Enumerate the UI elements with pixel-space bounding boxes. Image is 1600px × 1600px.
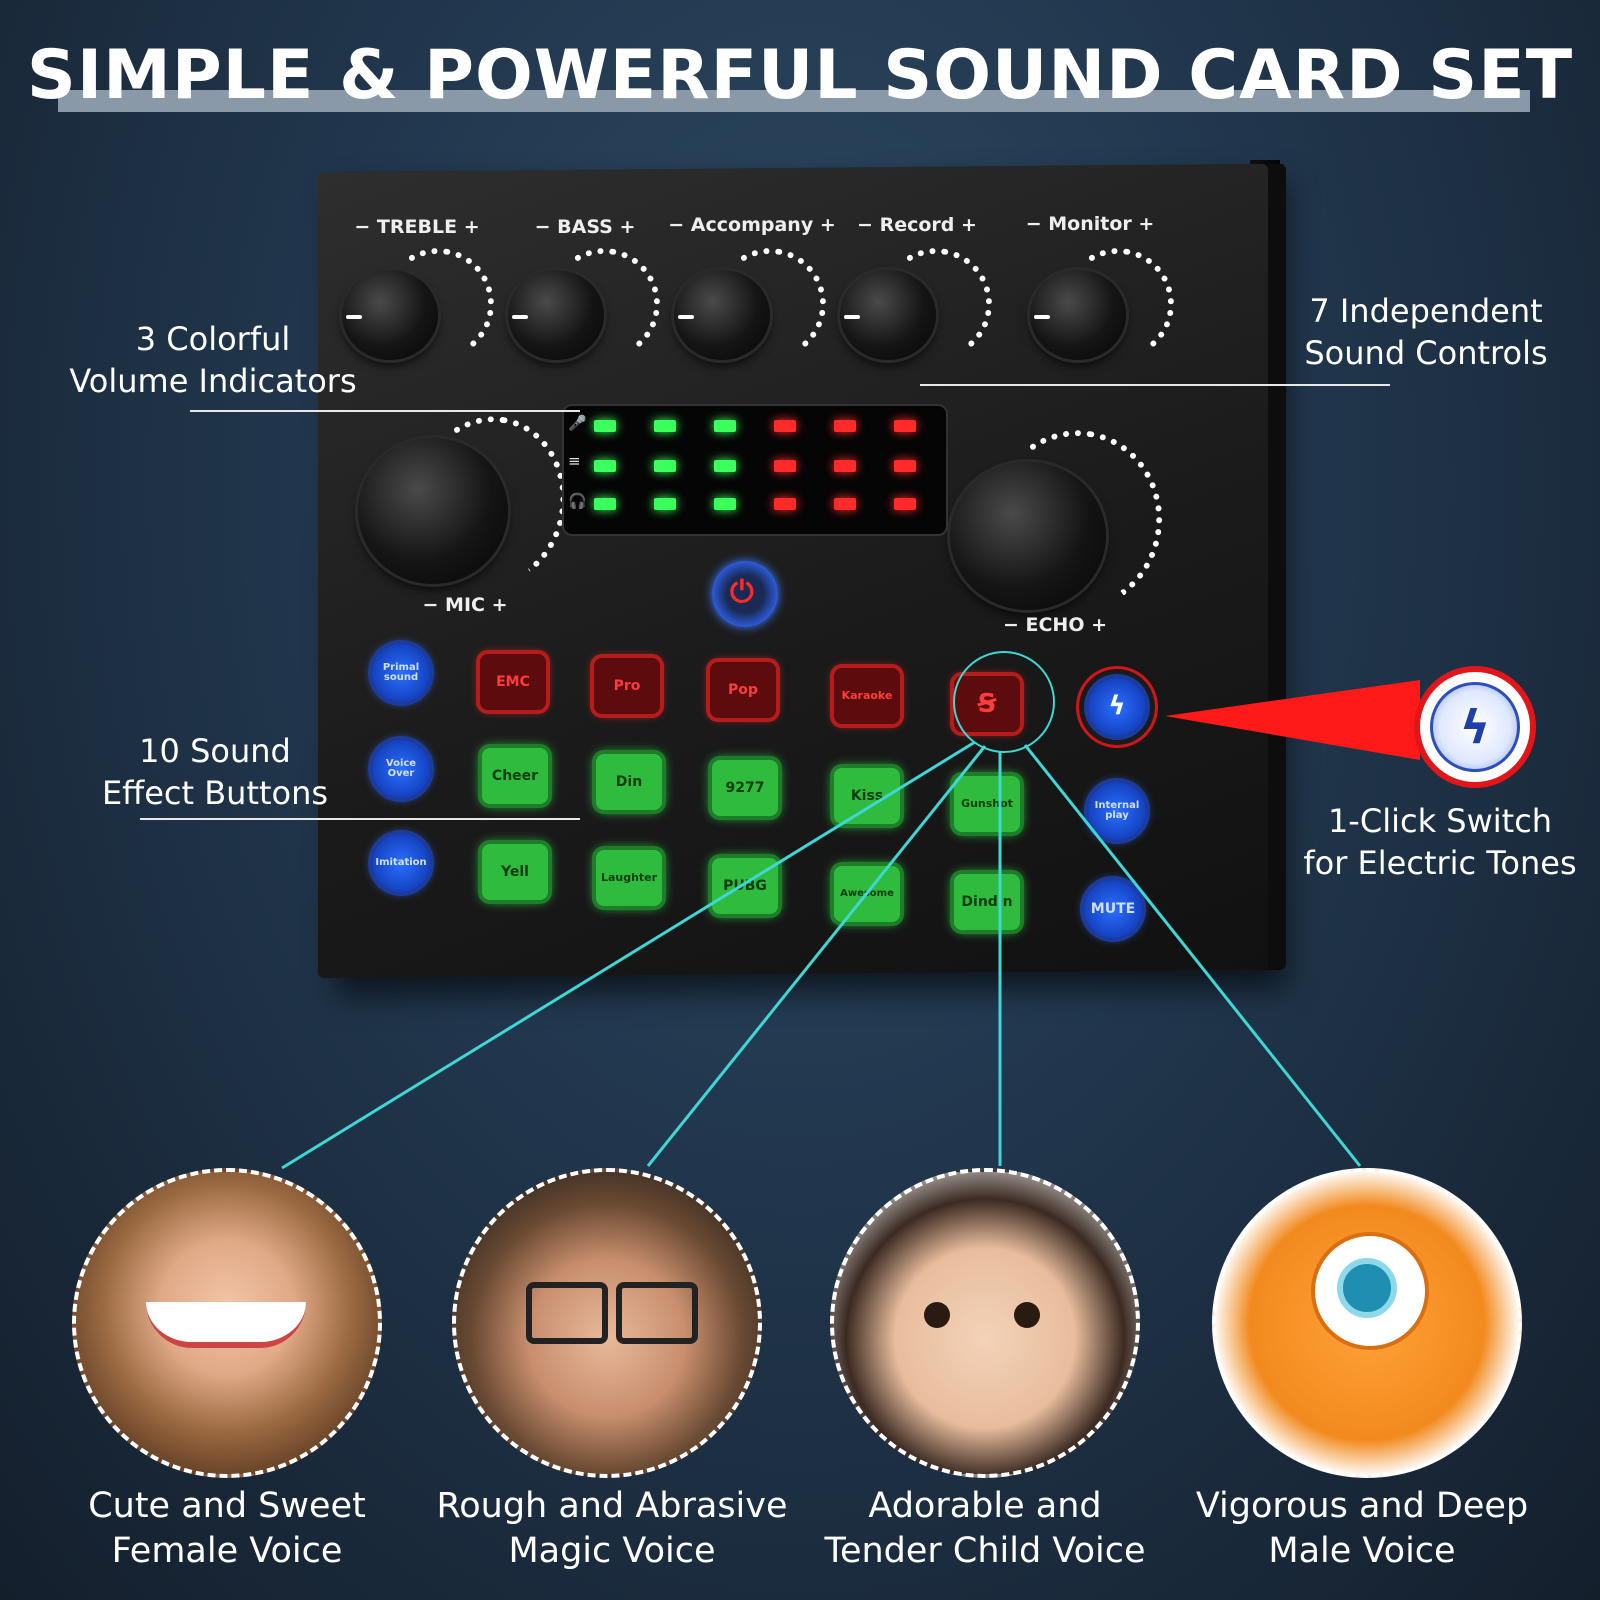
cheer-button[interactable]: Cheer xyxy=(482,748,548,804)
power-button[interactable]: ⏻ xyxy=(712,561,778,627)
lightning-icon: ϟ xyxy=(1430,682,1520,772)
led xyxy=(834,420,856,432)
indicators-annotation: 3 Colorful Volume Indicators xyxy=(69,320,357,400)
connector-magic xyxy=(646,745,987,1167)
led xyxy=(834,498,856,510)
record-knob[interactable] xyxy=(840,270,936,360)
led xyxy=(654,460,676,472)
effects-annotation: 10 Sound Effect Buttons xyxy=(101,732,329,812)
electric-tone-button[interactable]: ϟ xyxy=(1088,678,1146,736)
pop-button[interactable]: Pop xyxy=(710,662,776,718)
mic-indicator-icon: 🎤 xyxy=(568,414,587,432)
smile xyxy=(146,1302,306,1348)
led xyxy=(894,460,916,472)
led-display: 🎤 ≡ 🎧 xyxy=(562,404,948,536)
led xyxy=(774,498,796,510)
led xyxy=(834,460,856,472)
connector-female xyxy=(281,740,976,1170)
led xyxy=(654,420,676,432)
9277-button[interactable]: 9277 xyxy=(712,760,778,816)
female-voice-portrait xyxy=(72,1168,382,1478)
led xyxy=(714,498,736,510)
mic-label: − MIC + xyxy=(422,594,508,616)
bass-knob[interactable] xyxy=(508,270,604,360)
voice-change-button[interactable]: Ꞩ xyxy=(954,676,1020,732)
monitor-label: − Monitor + xyxy=(1025,213,1155,235)
accompany-indicator-icon: ≡ xyxy=(568,452,581,470)
led xyxy=(654,498,676,510)
record-label: − Record + xyxy=(857,214,977,236)
led xyxy=(894,498,916,510)
voice-over-button[interactable]: Voice Over xyxy=(372,740,430,798)
led xyxy=(714,460,736,472)
electric-annotation: 1-Click Switch for Electric Tones xyxy=(1303,802,1577,882)
effects-leader xyxy=(140,818,580,820)
pro-button[interactable]: Pro xyxy=(594,658,660,714)
imitation-button[interactable]: Imitation xyxy=(372,834,430,892)
indicators-leader xyxy=(190,410,580,412)
yell-button[interactable]: Yell xyxy=(482,844,548,900)
voice-change-highlight xyxy=(953,651,1055,753)
karaoke-button[interactable]: Karaoke xyxy=(834,668,900,724)
accompany-label: − Accompany + xyxy=(668,214,836,236)
primal-sound-button[interactable]: Primal sound xyxy=(372,644,430,702)
magic-voice-portrait xyxy=(452,1168,762,1478)
pubg-button[interactable]: PUBG xyxy=(712,858,778,914)
glasses-left xyxy=(526,1282,608,1344)
title-underline xyxy=(58,90,1530,112)
child-voice-portrait xyxy=(830,1168,1140,1478)
eye-left xyxy=(924,1302,950,1328)
mic-knob[interactable] xyxy=(358,438,508,584)
gunshot-button[interactable]: Gunshot xyxy=(954,776,1020,832)
lightning-icon: ϟ xyxy=(1108,691,1126,722)
monster-iris xyxy=(1337,1258,1397,1318)
led xyxy=(774,460,796,472)
laughter-button[interactable]: Laughter xyxy=(596,850,662,906)
electric-zoom: ϟ xyxy=(1420,672,1530,782)
monitor-knob[interactable] xyxy=(1030,270,1126,360)
electric-callout-beam xyxy=(1165,680,1420,760)
bass-label: − BASS + xyxy=(534,216,636,238)
echo-knob[interactable] xyxy=(950,462,1106,610)
treble-knob[interactable] xyxy=(342,270,438,360)
mute-button[interactable]: MUTE xyxy=(1084,880,1142,938)
led xyxy=(594,460,616,472)
accompany-knob[interactable] xyxy=(674,270,770,360)
internal-play-button[interactable]: Internal play xyxy=(1088,782,1146,840)
led xyxy=(714,420,736,432)
led xyxy=(594,498,616,510)
page-title: SIMPLE & POWERFUL SOUND CARD SET xyxy=(26,36,1574,115)
monster-eye xyxy=(1311,1232,1429,1350)
led xyxy=(594,420,616,432)
kiss-button[interactable]: Kiss xyxy=(834,768,900,824)
led xyxy=(894,420,916,432)
glasses-right xyxy=(616,1282,698,1344)
led xyxy=(774,420,796,432)
eye-right xyxy=(1014,1302,1040,1328)
controls-annotation: 7 Independent Sound Controls xyxy=(1304,292,1548,372)
treble-label: − TREBLE + xyxy=(354,216,480,238)
headphone-indicator-icon: 🎧 xyxy=(568,492,587,510)
connector-male xyxy=(1023,744,1362,1167)
controls-leader xyxy=(920,384,1390,386)
echo-label: − ECHO + xyxy=(1002,614,1108,636)
male-voice-portrait xyxy=(1212,1168,1522,1478)
emc-button[interactable]: EMC xyxy=(480,654,546,710)
voice-change-icon: Ꞩ xyxy=(977,689,997,719)
din-button[interactable]: Din xyxy=(596,754,662,810)
power-icon: ⏻ xyxy=(730,575,754,610)
